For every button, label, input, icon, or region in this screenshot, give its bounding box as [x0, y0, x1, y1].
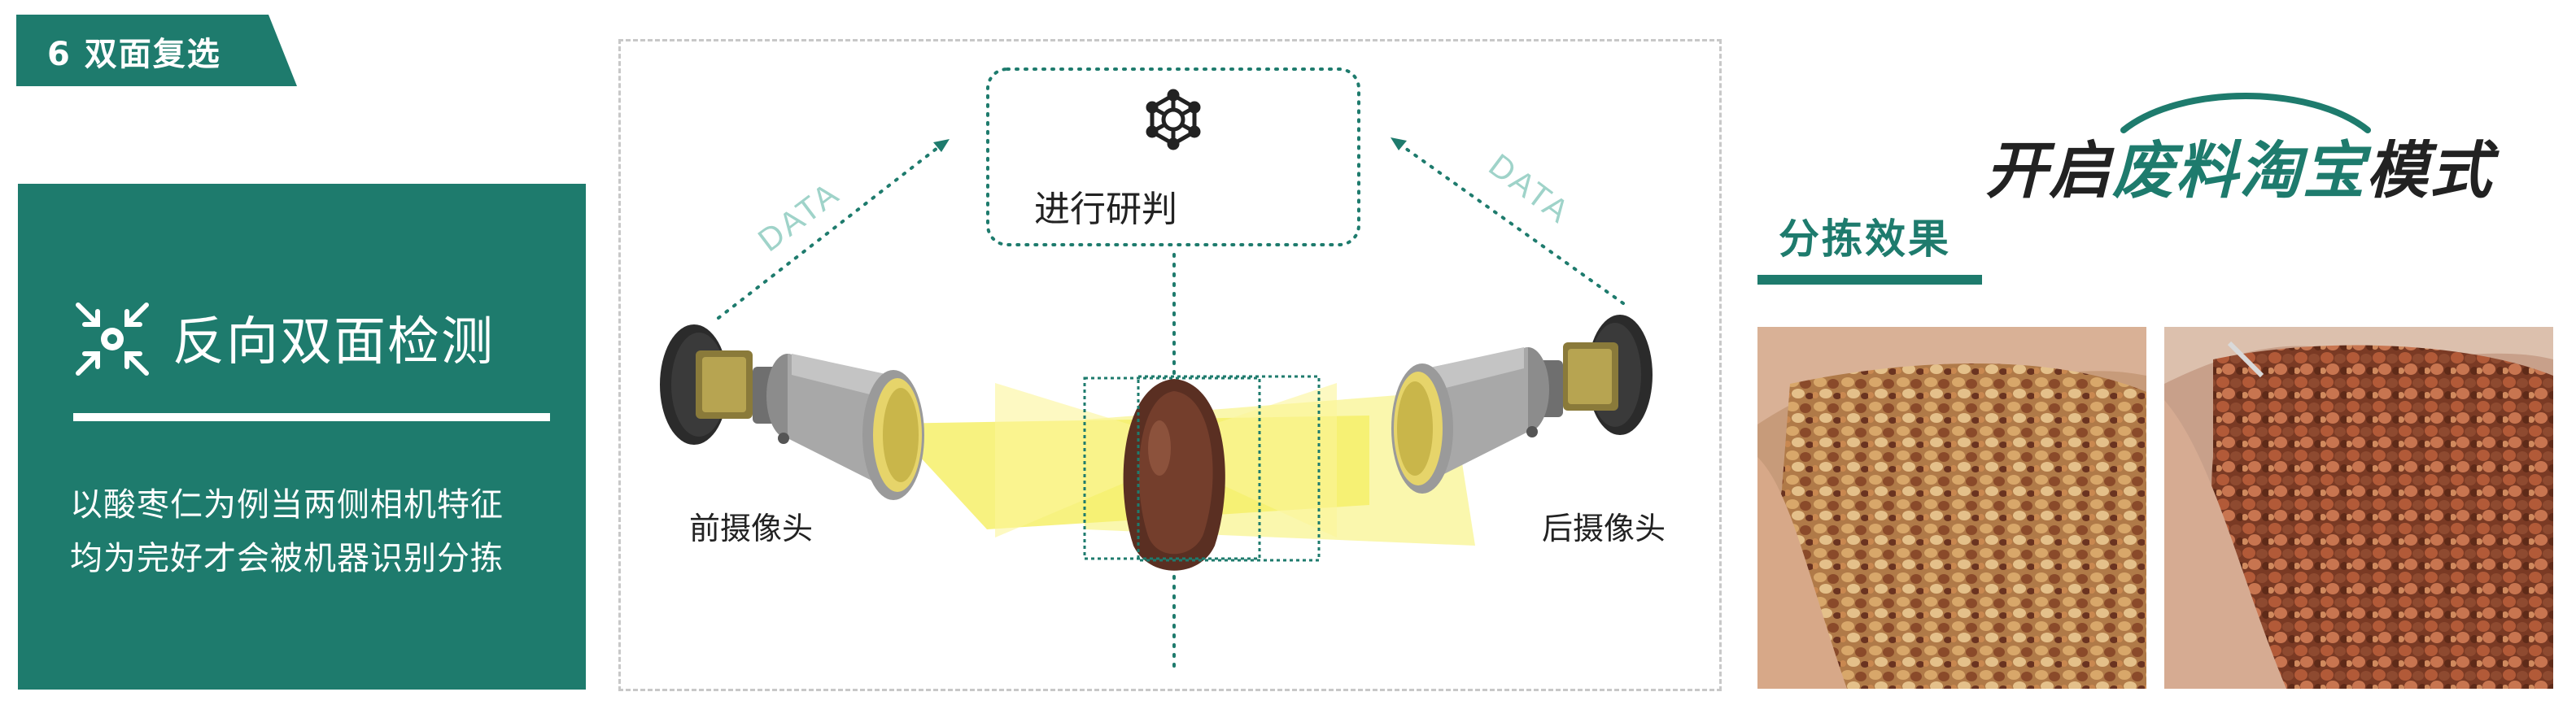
data-label-left: DATA: [752, 175, 847, 259]
slogan-part: 开启: [1985, 134, 2112, 207]
rear-camera-icon: [1391, 315, 1653, 494]
front-camera-label: 前摄像头: [689, 511, 814, 546]
section-tag: 6 双面复选: [16, 15, 297, 86]
front-camera-icon: [660, 324, 924, 500]
rear-camera-label: 后摄像头: [1542, 511, 1666, 546]
slogan: 开启废料淘宝模式: [1985, 120, 2493, 210]
sorting-underline: [1757, 275, 1982, 285]
divider: [73, 413, 550, 421]
network-hexagon-icon: [1146, 89, 1201, 150]
feature-description-line: 以酸枣仁为例当两侧相机特征: [70, 486, 504, 524]
slogan-highlight: 废料淘宝: [2112, 134, 2366, 207]
inward-arrows-target-icon: [76, 302, 149, 376]
slogan-part: 模式: [2366, 134, 2493, 207]
feature-description-line: 均为完好才会被机器识别分拣: [70, 540, 504, 577]
section-tag-label: 6 双面复选: [47, 36, 221, 73]
feature-title: 反向双面检测: [172, 312, 495, 372]
dual-camera-diagram: DATA DATA: [618, 39, 1722, 691]
sorting-result-photo: [1757, 327, 2146, 689]
feature-panel: 反向双面检测 以酸枣仁为例当两侧相机特征 均为完好才会被机器识别分拣: [18, 184, 586, 690]
sorting-result-photo: [2164, 327, 2553, 689]
judgement-label: 进行研判: [1034, 189, 1177, 230]
sorting-title: 分拣效果: [1779, 215, 1951, 263]
jujube-seed-image: [1123, 379, 1225, 571]
data-label-right: DATA: [1482, 147, 1578, 231]
slogan-arc-decoration: [2120, 93, 2371, 133]
